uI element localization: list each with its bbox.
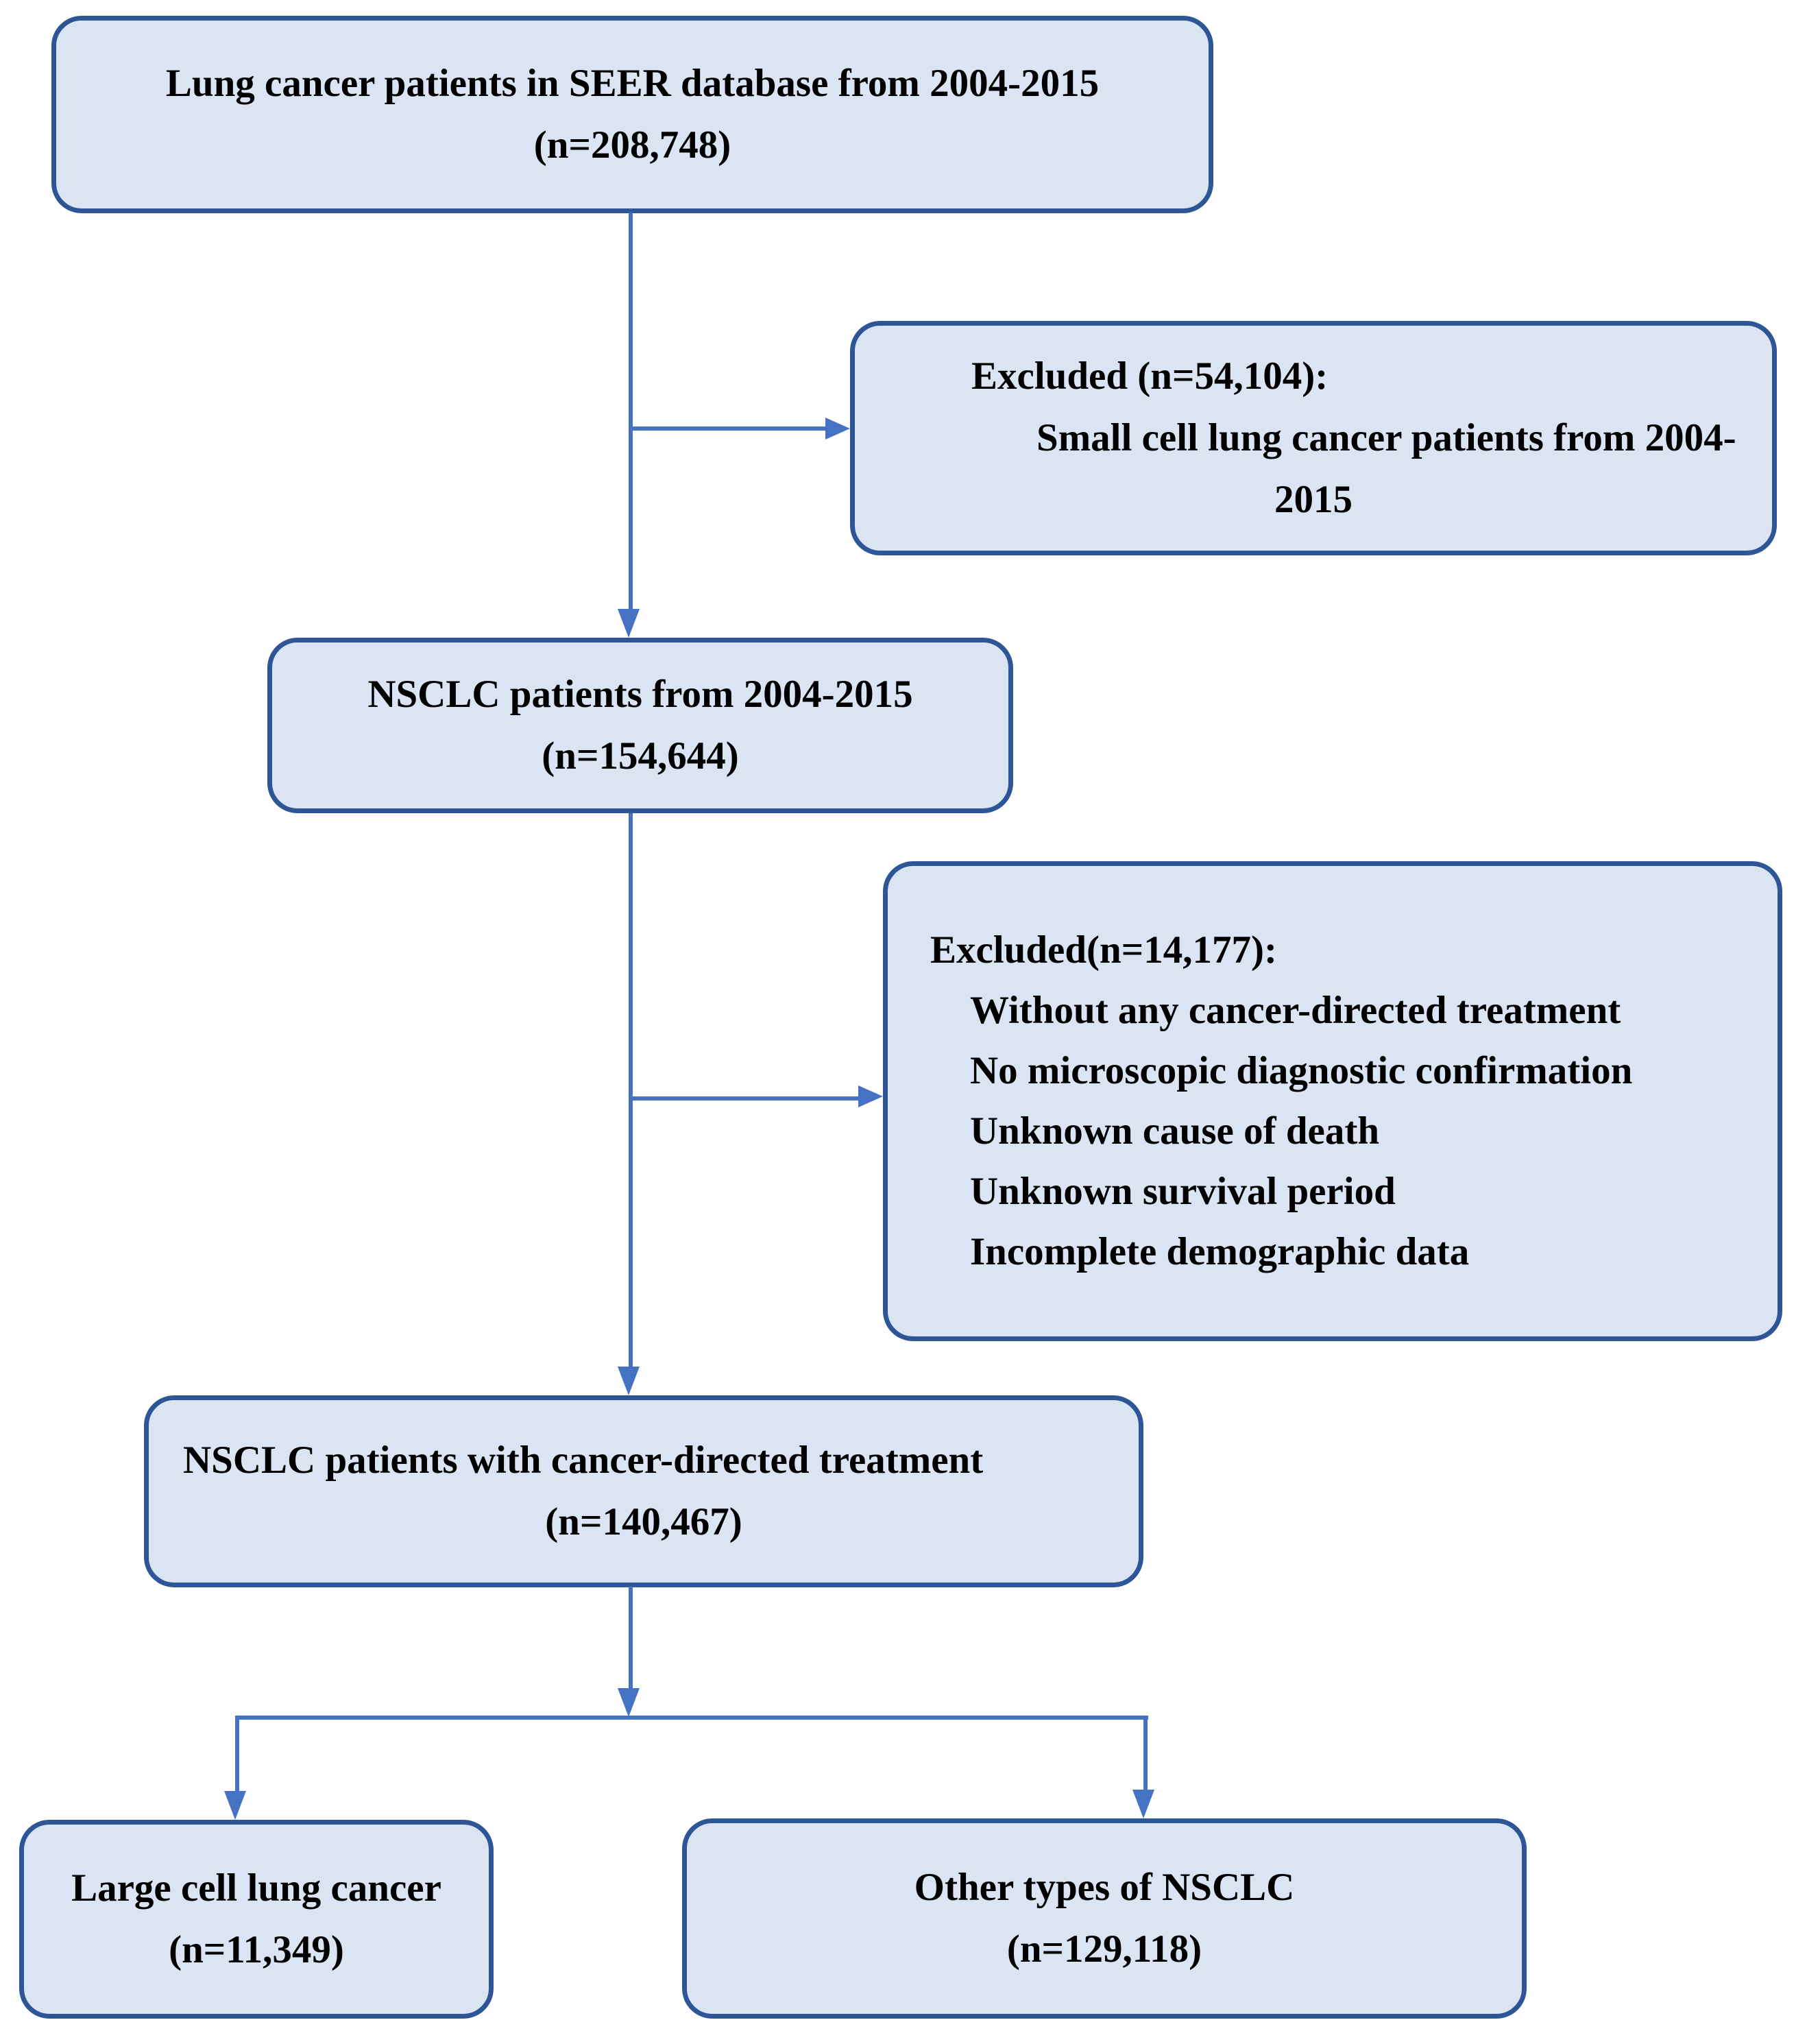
box-nsclc-count: (n=154,644): [542, 734, 739, 778]
box-nsclc-patients: NSCLC patients from 2004-2015 (n=154,644…: [267, 638, 1013, 813]
arrowhead-into-excluded-sclc: [825, 418, 850, 440]
box-nsclc-line-1: NSCLC patients from 2004-2015: [367, 673, 913, 716]
box-seer-count: (n=208,748): [533, 123, 731, 167]
split-left-drop-line: [235, 1716, 239, 1792]
connector-seer-to-nsclc-line: [629, 213, 633, 610]
box-other-nsclc-count: (n=129,118): [1006, 1927, 1202, 1971]
box-excluded-sclc: Excluded (n=54,104): Small cell lung can…: [850, 321, 1777, 555]
arrowhead-into-excluded-criteria: [858, 1085, 883, 1107]
arrowhead-into-treated: [618, 1367, 640, 1395]
connector-treated-to-split-line: [629, 1587, 633, 1690]
arrowhead-into-nsclc: [618, 609, 640, 638]
excluded-criteria-reason-5: Incomplete demographic data: [970, 1230, 1470, 1273]
excluded-criteria-reason-3: Unknown cause of death: [970, 1109, 1380, 1153]
box-treated-count: (n=140,467): [545, 1500, 742, 1543]
connector-nsclc-to-treated-line: [629, 813, 633, 1369]
excluded-sclc-title: Excluded (n=54,104):: [971, 354, 1329, 398]
box-large-cell: Large cell lung cancer (n=11,349): [19, 1820, 494, 2019]
excluded-criteria-reason-1: Without any cancer-directed treatment: [970, 989, 1621, 1032]
box-seer-line-1: Lung cancer patients in SEER database fr…: [165, 62, 1100, 105]
box-other-nsclc-line-1: Other types of NSCLC: [914, 1866, 1295, 1909]
box-seer-database: Lung cancer patients in SEER database fr…: [51, 16, 1213, 213]
box-large-cell-count: (n=11,349): [169, 1928, 344, 1971]
excluded-criteria-reason-2: No microscopic diagnostic confirmation: [970, 1049, 1633, 1092]
split-right-drop-line: [1143, 1716, 1148, 1790]
box-other-nsclc: Other types of NSCLC (n=129,118): [682, 1818, 1527, 2019]
excluded-sclc-reason-line-1: Small cell lung cancer patients from 200…: [1036, 416, 1736, 459]
arrowhead-into-other-nsclc: [1132, 1790, 1154, 1818]
split-horizontal-line: [235, 1716, 1148, 1720]
box-treated-line-1: NSCLC patients with cancer-directed trea…: [183, 1439, 984, 1482]
excluded-criteria-reason-4: Unknown survival period: [970, 1170, 1396, 1213]
box-treated-patients: NSCLC patients with cancer-directed trea…: [144, 1395, 1143, 1587]
box-large-cell-line-1: Large cell lung cancer: [71, 1866, 441, 1910]
connector-branch-to-excluded-criteria: [631, 1096, 860, 1101]
excluded-sclc-reason-line-2: 2015: [1274, 478, 1353, 521]
box-excluded-criteria: Excluded(n=14,177): Without any cancer-d…: [883, 861, 1782, 1341]
excluded-criteria-title: Excluded(n=14,177):: [930, 928, 1277, 972]
arrowhead-into-large-cell: [224, 1791, 246, 1820]
connector-branch-to-excluded-sclc: [631, 426, 827, 431]
arrowhead-into-split: [618, 1688, 640, 1717]
